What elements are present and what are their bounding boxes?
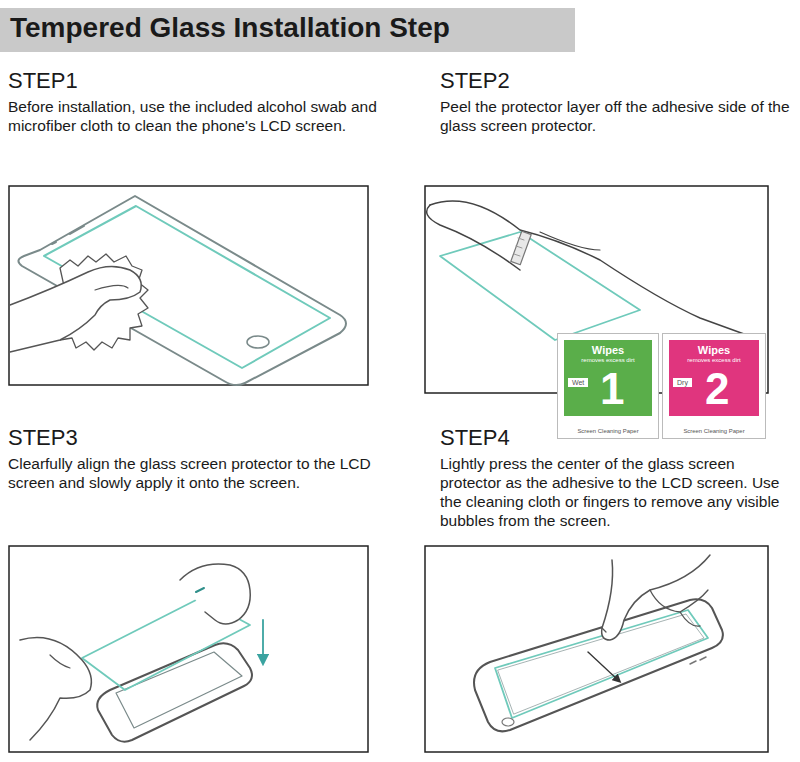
card-text: removes excess dirt bbox=[669, 357, 759, 363]
step-text: Lightly press the center of the glass sc… bbox=[440, 454, 795, 530]
card-text: Wet bbox=[568, 378, 588, 387]
card-text: Wipes bbox=[669, 344, 759, 356]
page-title: Tempered Glass Installation Step bbox=[10, 12, 450, 44]
card-number: 1 bbox=[600, 364, 624, 414]
card-color-panel: Wipesremoves excess dirtWet 1 bbox=[564, 340, 652, 416]
step-text: Peel the protector layer off the adhesiv… bbox=[440, 97, 790, 135]
card-number: 2 bbox=[705, 364, 729, 414]
step-heading: STEP2 bbox=[440, 68, 780, 94]
card-text: removes excess dirt bbox=[564, 357, 652, 363]
step-heading: STEP1 bbox=[8, 68, 368, 94]
card-text: Dry bbox=[673, 378, 692, 387]
card-text: Screen Cleaning Paper bbox=[558, 428, 658, 434]
step-heading: STEP3 bbox=[8, 425, 368, 451]
step-text: Clearfully align the glass screen protec… bbox=[8, 454, 378, 492]
card-color-panel: Wipesremoves excess dirtDry 2 bbox=[669, 340, 759, 416]
card-text: Wipes bbox=[564, 344, 652, 356]
wipe-card: Wipesremoves excess dirtWet 1Screen Clean… bbox=[557, 333, 659, 439]
wipe-card: Wipesremoves excess dirtDry 2Screen Clean… bbox=[662, 333, 766, 439]
step-text: Before installation, use the included al… bbox=[8, 97, 378, 135]
card-text: Screen Cleaning Paper bbox=[663, 428, 765, 434]
